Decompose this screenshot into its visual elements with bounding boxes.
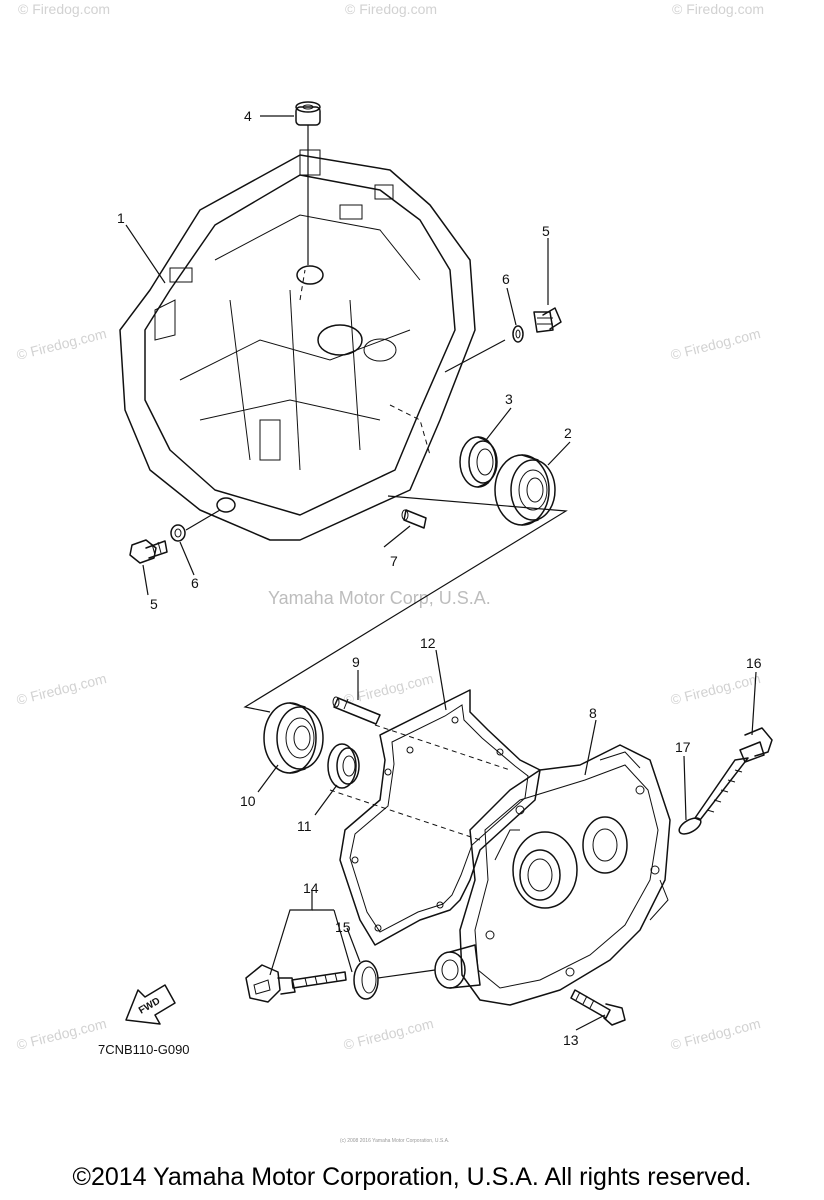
label-part-3: 3 [505,391,513,407]
label-part-9: 9 [352,654,360,670]
watermark-layer: © Firedog.com © Firedog.com © Firedog.co… [15,1,764,1053]
watermark: © Firedog.com [15,670,108,708]
part-6-washer-left [170,524,186,542]
crankcase-right [434,744,671,1006]
part-15-o-ring [353,960,379,1000]
watermark: © Firedog.com [345,1,437,17]
fine-print: (c) 2008 2016 Yamaha Motor Corporation, … [340,1138,449,1144]
part-16-dipstick [694,727,773,821]
label-part-1: 1 [117,210,125,226]
watermark: © Firedog.com [15,1015,108,1053]
watermark: © Firedog.com [15,325,108,363]
label-part-2: 2 [564,425,572,441]
part-11-oil-seal [327,743,360,789]
part-labels: 4 1 5 6 3 2 5 6 7 9 12 8 16 17 10 11 14 … [117,108,762,1048]
label-part-4: 4 [244,108,252,124]
watermark: © Firedog.com [342,670,435,708]
part-5-bolt-right [533,307,562,333]
watermark: © Firedog.com [672,1,764,17]
label-part-14: 14 [303,880,319,896]
center-watermark: Yamaha Motor Corp, U.S.A. [268,588,491,608]
label-part-17: 17 [675,739,691,755]
label-part-12: 12 [420,635,436,651]
part-10-bearing [263,702,324,774]
watermark: © Firedog.com [669,1015,762,1053]
fwd-arrow-icon: FWD [125,984,176,1025]
watermark: © Firedog.com [669,670,762,708]
part-12-gasket [339,689,541,946]
diagram-code: 7CNB110-G090 [98,1042,190,1057]
part-6-washer-right [512,325,524,343]
part-5-bolt-left [129,539,168,564]
watermark: © Firedog.com [669,325,762,363]
label-part-5: 5 [150,596,158,612]
watermark: © Firedog.com [342,1015,435,1053]
label-part-16: 16 [746,655,762,671]
watermark: © Firedog.com [18,1,110,17]
part-17-o-ring [678,817,702,835]
label-part-6: 6 [502,271,510,287]
label-part-5: 5 [542,223,550,239]
label-part-10: 10 [240,793,256,809]
part-4-bush [295,101,321,265]
label-part-7: 7 [390,553,398,569]
crankcase-left [119,149,476,541]
part-9-dowel-pin [332,696,381,725]
part-14-dipstick [245,964,347,1003]
copyright-notice: ©2014 Yamaha Motor Corporation, U.S.A. A… [72,1163,752,1191]
part-7-dowel-pin [401,509,427,529]
label-part-6: 6 [191,575,199,591]
label-part-15: 15 [335,919,351,935]
part-13-bolt [570,989,626,1026]
part-3-oil-seal [459,436,498,488]
label-part-11: 11 [297,818,312,834]
label-part-8: 8 [589,705,597,721]
part-2-bearing [494,454,556,526]
leader-lines [125,115,757,1031]
label-part-13: 13 [563,1032,579,1048]
